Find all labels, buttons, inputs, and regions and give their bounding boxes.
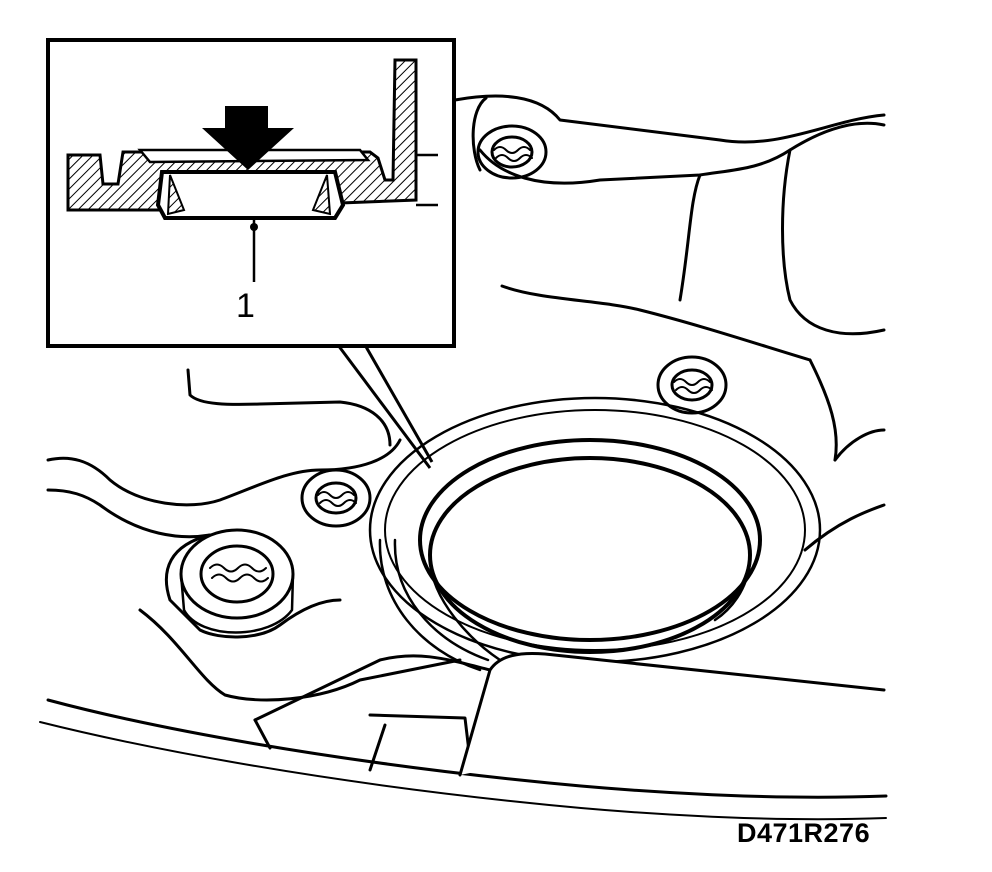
threaded-hole-4 [179,528,295,634]
detail-inset [46,38,456,348]
bearing-bore [368,396,822,672]
housing-lower-edge [39,721,887,821]
housing-body [39,94,888,821]
threaded-hole-2 [656,355,728,415]
threaded-hole-1 [476,124,548,180]
threaded-hole-3 [300,468,372,528]
housing-outer-edge [46,698,888,799]
figure-code: D471R276 [737,818,871,848]
callout-leader [336,344,434,469]
arrow-down-icon [202,106,294,170]
callout-label: 1 [236,287,255,325]
seal-ring [155,170,346,220]
housing-tab [458,651,886,777]
callout-pointer-dot [250,223,258,231]
